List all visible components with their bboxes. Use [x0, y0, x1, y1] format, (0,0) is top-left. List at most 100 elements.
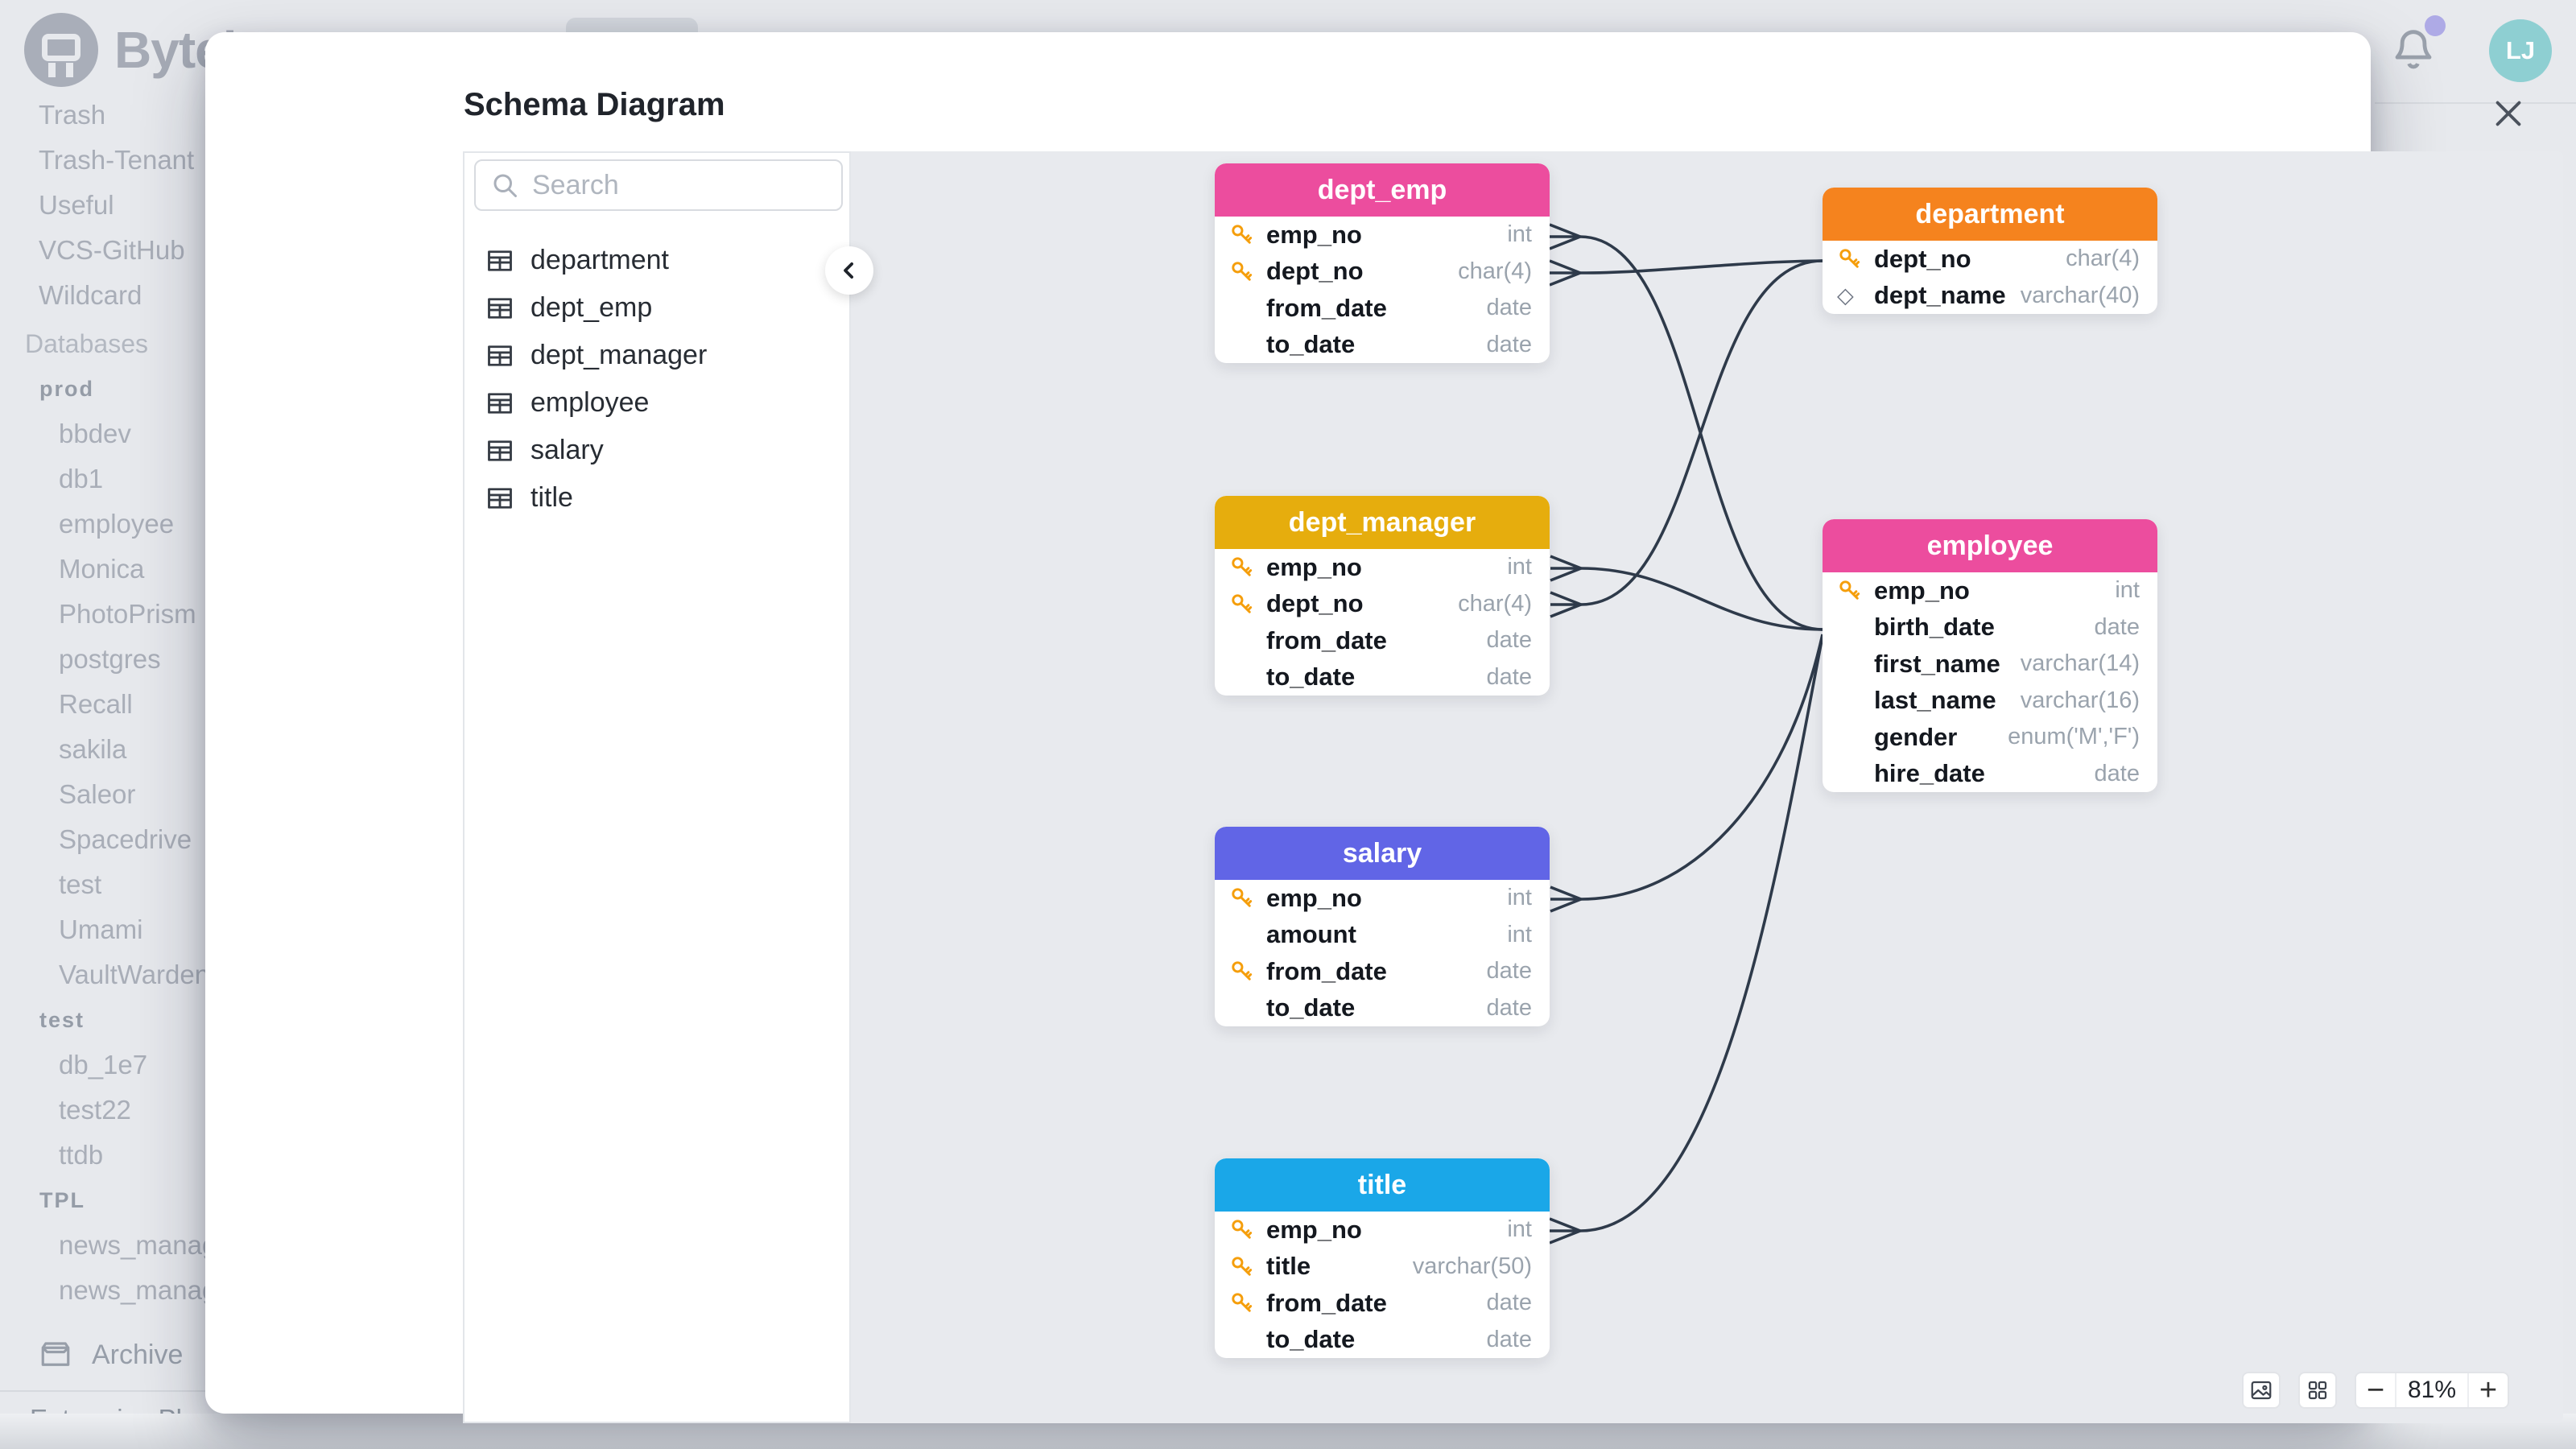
index-icon: ◇ [1837, 283, 1854, 308]
auto-layout-button[interactable] [2298, 1372, 2337, 1409]
notifications-button[interactable] [2388, 14, 2446, 79]
sidebar-db-recall[interactable]: Recall [59, 689, 133, 719]
field-name: emp_no [1266, 1215, 1362, 1244]
sidebar-db-test22[interactable]: test22 [59, 1095, 131, 1125]
zoom-level[interactable]: 81% [2407, 1377, 2457, 1403]
avatar[interactable]: LJ [2489, 19, 2552, 82]
relationship-line [1550, 634, 1824, 913]
field-name: to_date [1266, 993, 1356, 1022]
image-icon [2251, 1381, 2272, 1400]
table-list-item-dept_emp[interactable]: dept_emp [464, 284, 849, 332]
sidebar-db-spacedrive[interactable]: Spacedrive [59, 824, 192, 854]
er-table-header[interactable]: title [1215, 1158, 1550, 1212]
sidebar-db-bbdev[interactable]: bbdev [59, 419, 131, 448]
archive-icon [41, 1342, 70, 1366]
sidebar-db-employee[interactable]: employee [59, 509, 175, 539]
sidebar-env-test: test [39, 1008, 85, 1032]
field-type: date [1486, 1290, 1532, 1316]
header-divider [2375, 102, 2576, 104]
table-list-item-title[interactable]: title [464, 474, 849, 522]
schema-diagram-modal: Schema Diagram departmentdept_empdept_ma… [205, 32, 2563, 1423]
sidebar-item-trash-tenant[interactable]: Trash-Tenant [39, 145, 195, 175]
field-type: date [2094, 613, 2140, 640]
sidebar-db-photoprism[interactable]: PhotoPrism [59, 599, 196, 629]
table-list-label: department [530, 245, 669, 275]
primary-key-icon [1229, 1217, 1266, 1242]
sidebar-db-sakila[interactable]: sakila [59, 734, 127, 764]
table-list-label: salary [530, 435, 604, 465]
sidebar-db-db1[interactable]: db1 [59, 464, 104, 493]
relationship-line [1550, 259, 1823, 618]
er-table-header[interactable]: salary [1215, 827, 1550, 880]
field-name: last_name [1874, 686, 1996, 715]
er-table-header[interactable]: department [1823, 188, 2157, 241]
field-type: date [1486, 663, 1532, 690]
sidebar-item-trash[interactable]: Trash [39, 100, 106, 130]
sidebar-db-monica[interactable]: Monica [59, 554, 145, 584]
close-icon[interactable] [2490, 95, 2527, 132]
sidebar-db-ttdb[interactable]: ttdb [59, 1140, 104, 1170]
field-type: date [1486, 958, 1532, 985]
sidebar-item-useful[interactable]: Useful [39, 190, 114, 220]
zoom-out-button[interactable]: − [2356, 1373, 2396, 1407]
sidebar-db-db_1e7[interactable]: db_1e7 [59, 1050, 148, 1080]
field-type: varchar(50) [1412, 1253, 1532, 1279]
primary-key-icon [1229, 592, 1266, 617]
sidebar-db-saleor[interactable]: Saleor [59, 779, 136, 809]
er-table-header[interactable]: employee [1823, 519, 2157, 572]
sidebar-db-umami[interactable]: Umami [59, 914, 143, 944]
collapse-panel-button[interactable] [825, 246, 873, 295]
table-list-item-employee[interactable]: employee [464, 379, 849, 427]
zoom-control: − 81% + [2355, 1372, 2509, 1409]
sidebar-db-test[interactable]: test [59, 869, 102, 899]
bytebase-logo-icon [24, 13, 98, 87]
field-name: to_date [1266, 330, 1356, 359]
zoom-in-button[interactable]: + [2467, 1373, 2508, 1407]
export-image-button[interactable] [2242, 1372, 2281, 1409]
field-type: int [1507, 921, 1532, 947]
table-list-item-salary[interactable]: salary [464, 427, 849, 474]
sidebar-db-news_manage[interactable]: news_manage [59, 1230, 232, 1260]
app-logo[interactable]: Bytel [24, 13, 237, 87]
primary-key-icon [1229, 259, 1266, 284]
sidebar-item-archive[interactable]: Archive [39, 1338, 183, 1372]
field-name: dept_name [1874, 281, 2006, 310]
relationship-lines [1549, 223, 1824, 1245]
search-input[interactable] [532, 169, 822, 201]
field-type: int [1507, 554, 1532, 580]
sidebar-item-vcs-github[interactable]: VCS-GitHub [39, 235, 185, 265]
field-type: date [1486, 994, 1532, 1021]
primary-key-icon [1837, 578, 1874, 603]
table-list-item-department[interactable]: department [464, 237, 849, 284]
er-table-header[interactable]: dept_manager [1215, 496, 1550, 549]
er-table-header[interactable]: dept_emp [1215, 163, 1550, 217]
sidebar-item-wildcard[interactable]: Wildcard [39, 280, 142, 310]
field-type: int [2115, 577, 2140, 604]
sidebar-db-news_manage[interactable]: news_manage [59, 1275, 232, 1305]
sidebar-db-postgres[interactable]: postgres [59, 644, 161, 674]
primary-key-icon [1229, 222, 1266, 247]
sidebar-db-vaultwarden[interactable]: VaultWarden [59, 960, 210, 989]
field-type: char(4) [1458, 258, 1532, 284]
field-name: from_date [1266, 625, 1387, 654]
table-list-item-dept_manager[interactable]: dept_manager [464, 332, 849, 379]
